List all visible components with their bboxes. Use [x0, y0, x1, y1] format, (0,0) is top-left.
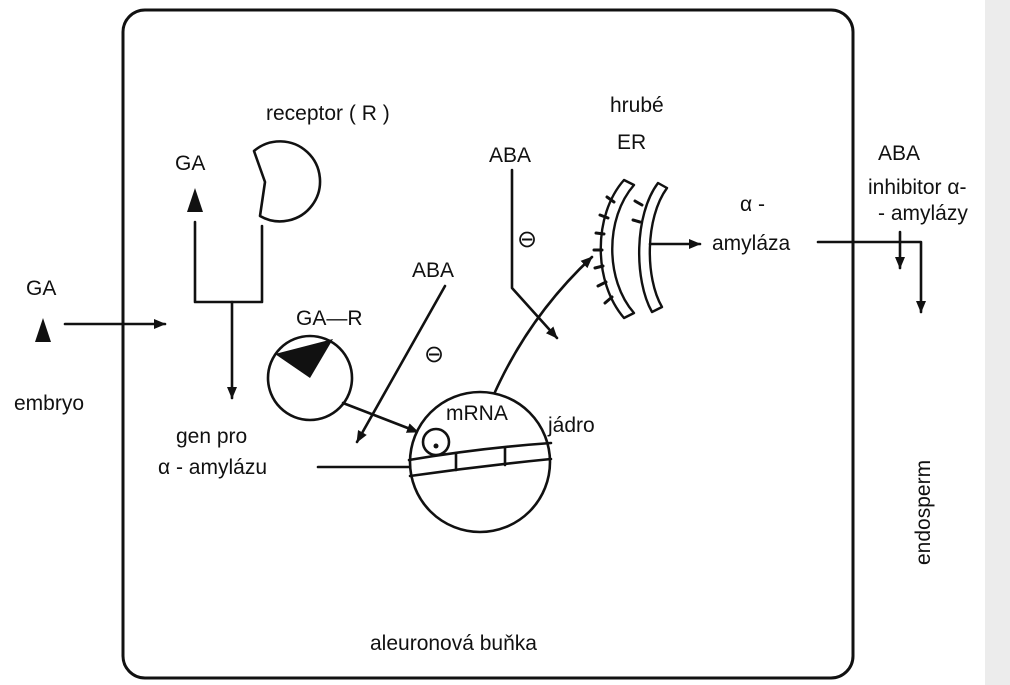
label-cell: aleuronová buňka — [370, 632, 537, 655]
label-nucleus: jádro — [547, 414, 595, 437]
mrna-circle — [421, 427, 451, 457]
label-er-line2: ER — [617, 131, 646, 154]
dna-strand-top — [407, 441, 553, 462]
label-gen-line1: gen pro — [176, 425, 247, 448]
label-minus-middle: ⊖ — [424, 341, 444, 368]
rough-er — [592, 178, 669, 320]
label-receptor: receptor ( R ) — [266, 102, 390, 125]
label-er-line1: hrubé — [610, 94, 664, 117]
aleurone-cell-boundary — [121, 8, 855, 680]
label-aba-middle: ABA — [412, 259, 454, 282]
label-gen-line2: α - amylázu — [158, 456, 267, 479]
ga-r-bound-wedge — [275, 339, 333, 378]
label-minus-upper: ⊖ — [517, 226, 537, 253]
amylase-to-endosperm-arrow — [816, 240, 926, 314]
receptor-shape — [252, 140, 322, 223]
nucleus-circle — [408, 390, 552, 534]
label-ga-r: GA—R — [296, 307, 363, 330]
er-band-1 — [599, 178, 636, 320]
label-inhibitor-line2: - amylázy — [878, 202, 968, 225]
mrna-dot — [433, 443, 439, 449]
label-ga-top: GA — [175, 152, 205, 175]
label-endosperm: endosperm — [912, 460, 935, 565]
aba-middle-arrow — [355, 284, 447, 444]
label-alpha-line2: amyláza — [712, 232, 791, 255]
label-mrna: mRNA — [446, 402, 508, 425]
dna-strand-bottom — [408, 457, 553, 478]
label-alpha-line1: α - — [740, 193, 765, 216]
label-aba-right: ABA — [878, 142, 920, 165]
aba-upper-arrow — [510, 168, 559, 340]
ga-triangle-inside — [187, 188, 203, 212]
label-aba-upper: ABA — [489, 144, 531, 167]
nucleus-to-er-arrow — [493, 255, 594, 394]
er-band-2 — [638, 181, 669, 314]
label-embryo: embryo — [14, 392, 84, 415]
ga-r-to-nucleus-arrow — [341, 401, 420, 434]
ga-triangle-embryo — [35, 318, 51, 342]
label-ga-left: GA — [26, 277, 56, 300]
label-inhibitor-line1: inhibitor α- — [868, 176, 967, 199]
page-edge-shadow — [985, 0, 1010, 685]
ga-receptor-bracket — [193, 220, 264, 304]
er-ribosomes — [592, 195, 644, 305]
